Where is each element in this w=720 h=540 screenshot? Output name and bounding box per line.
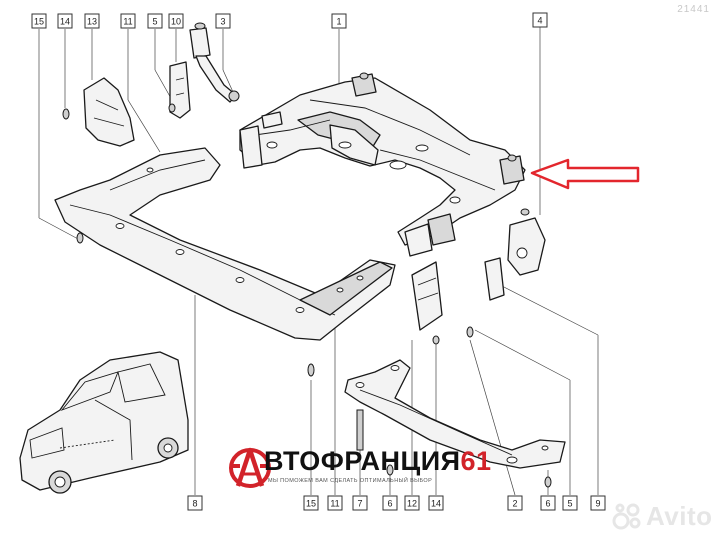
callout-1: 1 [331, 13, 347, 29]
red-pointer-arrow-icon [530, 158, 640, 190]
front-subframe-cradle [239, 72, 526, 257]
callout-14-top: 14 [57, 13, 73, 29]
callout-2: 2 [507, 495, 523, 511]
callout-label: 6 [387, 499, 392, 509]
callout-4: 4 [532, 12, 548, 28]
callout-label: 10 [171, 17, 181, 27]
callout-8: 8 [187, 495, 203, 511]
store-logo: ВТОФРАНЦИЯ61 МЫ ПОМОЖЕМ ВАМ СДЕЛАТЬ ОПТИ… [228, 444, 498, 504]
right-side-plate [411, 261, 443, 345]
avito-watermark: Avito [612, 499, 713, 533]
callout-label: 11 [330, 499, 339, 509]
callout-7: 7 [352, 495, 368, 511]
callout-3: 3 [215, 13, 231, 29]
callout-11-top: 11 [120, 13, 136, 29]
callout-label: 1 [336, 17, 341, 27]
callout-label: 5 [152, 17, 157, 27]
front-crossmember [54, 147, 396, 377]
callout-5-bottom: 5 [562, 495, 578, 511]
vehicle-van-illustration [19, 351, 189, 494]
avito-wordmark: Avito [646, 500, 713, 531]
left-front-bracket [62, 77, 135, 147]
callout-label: 11 [123, 17, 132, 27]
callout-label: 14 [431, 499, 441, 509]
store-logo-prefix: ВТОФРАНЦИЯ [264, 446, 461, 476]
store-logo-tagline: МЫ ПОМОЖЕМ ВАМ СДЕЛАТЬ ОПТИМАЛЬНЫЙ ВЫБОР [268, 478, 433, 484]
callout-label: 12 [407, 499, 417, 509]
callout-12: 12 [404, 495, 420, 511]
callout-5-top: 5 [147, 13, 163, 29]
store-logo-number: 61 [460, 446, 492, 476]
store-logo-wordmark: ВТОФРАНЦИЯ61 [264, 446, 492, 477]
rear-right-mount-bracket [466, 208, 546, 338]
lower-reinforcement-bar [344, 359, 566, 488]
callout-13: 13 [84, 13, 100, 29]
callout-15-bottom: 15 [303, 495, 319, 511]
callout-label: 13 [87, 17, 97, 27]
callout-6-b: 6 [540, 495, 556, 511]
callout-label: 14 [60, 17, 70, 27]
callout-10: 10 [168, 13, 184, 29]
callout-labels: 15 14 13 11 5 10 3 1 [31, 12, 606, 511]
callout-6-a: 6 [382, 495, 398, 511]
callout-label: 5 [567, 499, 572, 509]
stabilizer-link-assembly [168, 22, 240, 119]
diagram-reference-number: 21441 [677, 4, 710, 15]
leader-lines [38, 27, 599, 496]
callout-15-top: 15 [31, 13, 47, 29]
callout-label: 4 [537, 16, 542, 26]
callout-label: 3 [220, 17, 225, 27]
callout-9: 9 [590, 495, 606, 511]
car-a-logo-icon [229, 447, 271, 488]
callout-label: 2 [512, 499, 517, 509]
callout-14-bottom: 14 [428, 495, 444, 511]
avito-dots-icon [612, 503, 641, 530]
callout-label: 15 [306, 499, 316, 509]
callout-label: 9 [595, 499, 600, 509]
callout-label: 15 [34, 17, 44, 27]
callout-label: 6 [545, 499, 550, 509]
callout-label: 7 [357, 499, 362, 509]
callout-11-bottom: 11 [327, 495, 343, 511]
callout-label: 8 [192, 499, 197, 509]
